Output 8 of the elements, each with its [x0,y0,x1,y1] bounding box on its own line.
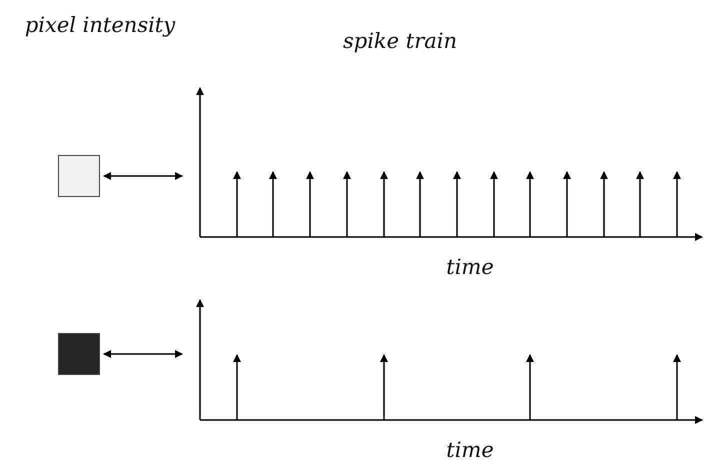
double-arrow [103,172,183,180]
pixel-square [58,155,100,197]
pixel-square [58,333,100,375]
axis-title: pixel intensity [24,12,176,39]
axis-label: time [445,254,495,281]
axis-label: time [445,437,495,464]
plot-title: spike train [342,28,458,55]
double-arrow [103,350,183,358]
